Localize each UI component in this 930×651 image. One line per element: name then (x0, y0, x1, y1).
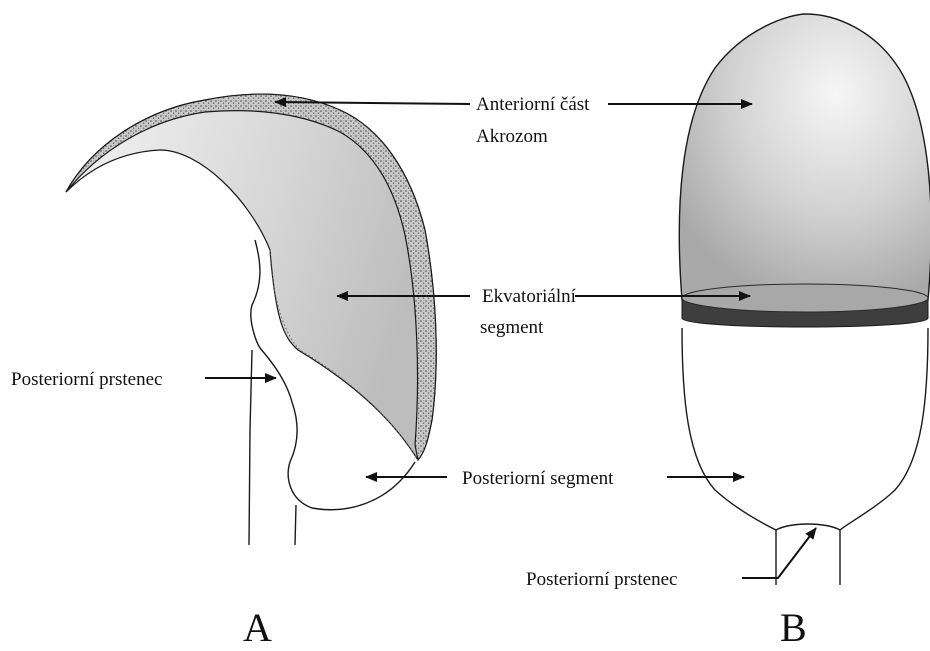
label-posterior-ring-bottom: Posteriorní prstenec (526, 569, 677, 590)
label-equatorial-line2: segment (480, 317, 544, 338)
front-view-equatorial-ellipse (682, 284, 928, 312)
arrow-posterior-ring-bottom (742, 528, 816, 578)
panel-label-a: A (243, 605, 272, 650)
front-view-posterior-ring (776, 524, 840, 585)
front-view-acrosome (679, 14, 930, 300)
front-view-head-outline (682, 328, 928, 530)
front-view-sperm-head (679, 14, 930, 585)
side-view-neck-right (295, 505, 296, 545)
panel-label-b: B (780, 605, 807, 650)
label-acrosome: Akrozom (476, 126, 548, 147)
label-posterior-segment: Posteriorní segment (462, 468, 614, 489)
label-posterior-ring-left: Posteriorní prstenec (11, 369, 162, 390)
label-anterior-part: Anteriorní část (476, 94, 590, 115)
label-equatorial-line1: Ekvatoriální (482, 286, 577, 307)
side-view-neck-left (249, 350, 252, 545)
